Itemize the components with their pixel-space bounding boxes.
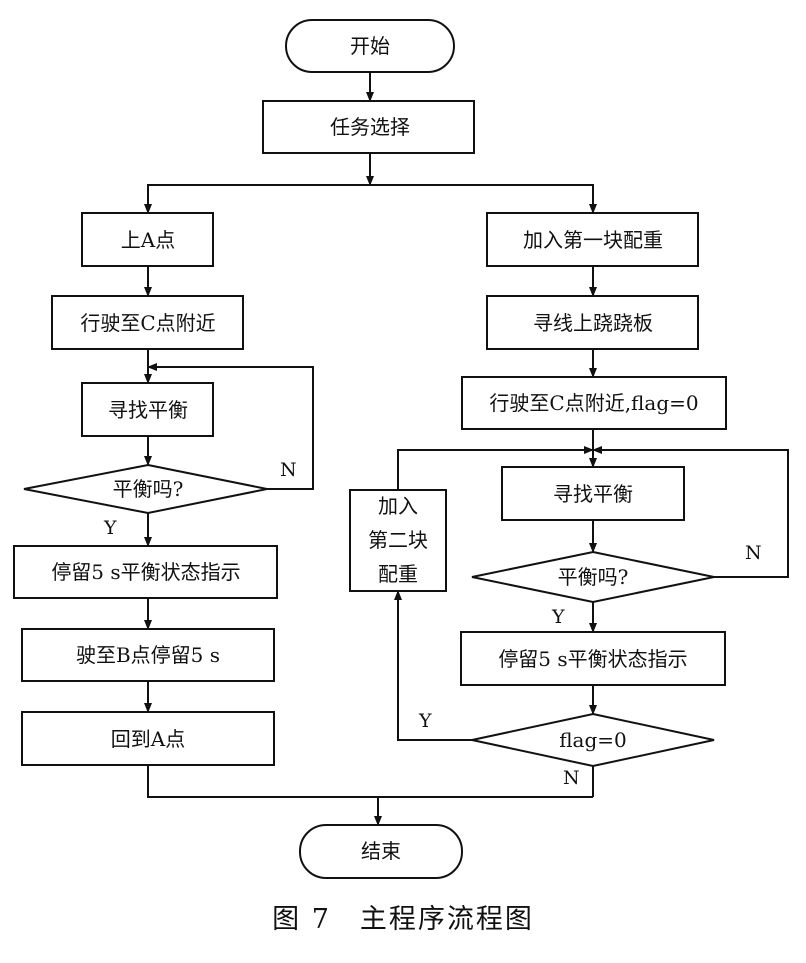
right-seek-balance-label: 寻找平衡	[553, 482, 633, 506]
task-select-label: 任务选择	[330, 115, 410, 139]
left-balanced-label: 平衡吗?	[113, 477, 184, 501]
return-a-label: 回到A点	[111, 727, 185, 751]
right-yes-label: Y	[551, 606, 565, 628]
task-select-box	[262, 100, 475, 154]
right-no-loop	[592, 446, 789, 578]
drive-b-stay-label: 驶至B点停留5 s	[76, 643, 220, 667]
edge-left-merge	[147, 765, 593, 798]
left-no-loop	[147, 363, 314, 490]
end-label: 结束	[361, 839, 401, 863]
drive-near-c-label: 行驶至C点附近	[80, 311, 215, 335]
figure-caption: 图 7 主程序流程图	[272, 904, 534, 935]
end-terminal	[299, 824, 463, 879]
right-stay-indicate-label: 停留5 s平衡状态指示	[498, 647, 687, 671]
left-yes-label: Y	[103, 517, 117, 539]
add-second-weight-line-1: 加入	[378, 494, 418, 518]
add-first-weight-label: 加入第一块配重	[523, 228, 663, 252]
second-weight-return	[397, 446, 594, 490]
right-balanced-label: 平衡吗?	[558, 565, 629, 589]
add-second-weight-line-2: 第二块	[368, 528, 428, 552]
left-no-label: N	[280, 459, 297, 481]
flag-yes-label: Y	[418, 710, 432, 732]
flag-no-label: N	[563, 767, 580, 789]
right-no-label: N	[745, 542, 762, 564]
follow-line-board-label: 寻线上跷跷板	[533, 311, 653, 335]
add-second-weight-line-3: 配重	[378, 562, 418, 586]
drive-near-c-flag-label: 行驶至C点附近,flag=0	[489, 391, 698, 415]
flag-yes-edge	[394, 590, 472, 741]
flag-check-label: flag=0	[559, 728, 627, 752]
start-label: 开始	[350, 34, 390, 58]
left-stay-indicate-label: 停留5 s平衡状态指示	[51, 560, 240, 584]
goto-a-label: 上A点	[121, 228, 175, 252]
left-seek-balance-label: 寻找平衡	[108, 398, 188, 422]
edge-split-branches	[147, 184, 594, 213]
left-stay-indicate-box	[13, 545, 278, 599]
